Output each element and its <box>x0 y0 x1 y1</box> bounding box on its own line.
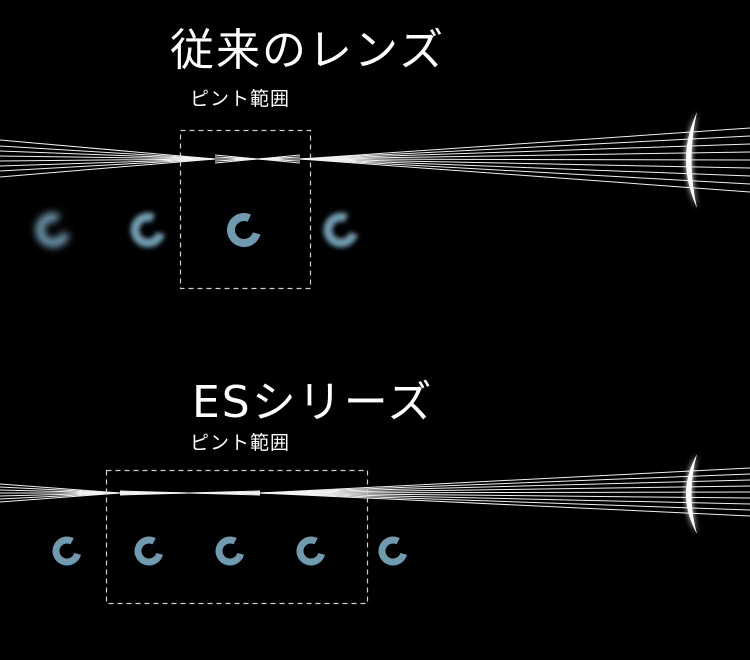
es-series-lens-shape <box>686 454 697 534</box>
conventional-lens-shape <box>686 112 697 208</box>
target-ring-sharp <box>296 536 326 566</box>
conventional-focus-range-label: ピント範囲 <box>190 88 291 110</box>
conventional-focus-range-box <box>179 129 312 290</box>
conventional-ray-bundle <box>0 127 750 193</box>
target-ring-sharp <box>215 536 245 566</box>
target-ring-blurred <box>35 212 71 248</box>
target-ring-blurred <box>323 212 359 248</box>
es-series-targets <box>52 536 408 566</box>
es-series-ray-bundle <box>0 467 750 517</box>
target-ring-blurred <box>130 212 166 248</box>
conventional-lens-title: 従来のレンズ <box>170 25 446 76</box>
target-ring-sharp <box>227 213 261 247</box>
es-series-title: ESシリーズ <box>192 377 434 428</box>
es-series-focus-range-box <box>105 469 369 605</box>
target-ring-sharp <box>134 536 164 566</box>
target-ring-sharp <box>52 536 82 566</box>
conventional-targets <box>35 212 359 248</box>
target-ring-sharp <box>378 536 408 566</box>
es-series-focus-range-label: ピント範囲 <box>190 432 291 454</box>
